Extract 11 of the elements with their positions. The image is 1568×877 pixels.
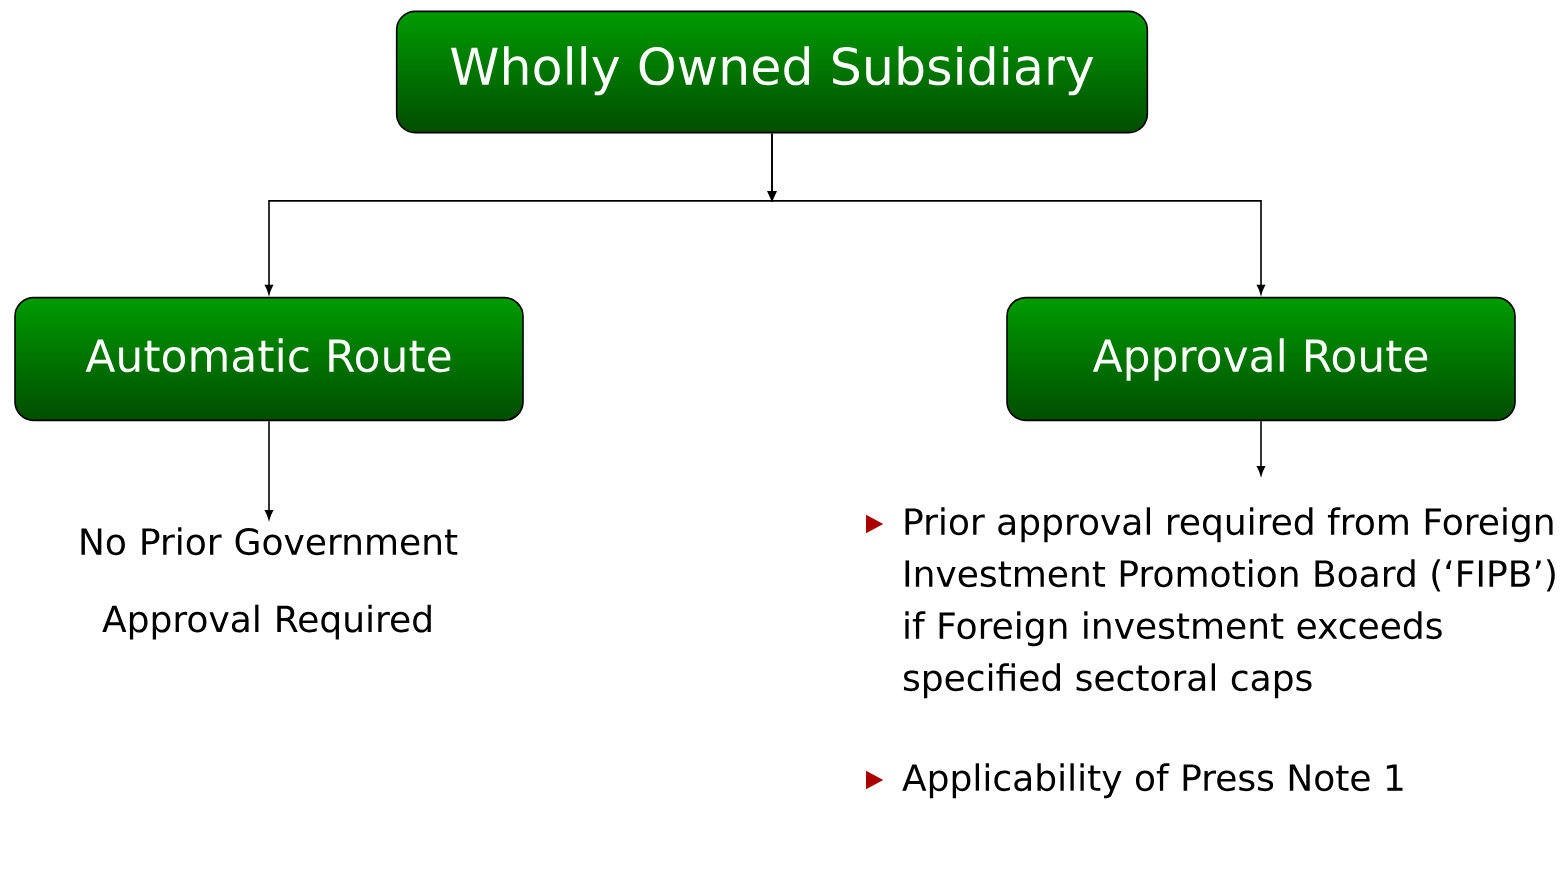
route-box: Wholly Owned Subsidiary [395,10,1149,134]
node-label: Applicability of Press Note 1 [902,763,1403,799]
arrow [771,132,1266,295]
route-box: Automatic Route [14,296,524,422]
arrow [1256,420,1266,476]
node-label: Prior approval required from Foreign Investment Promotion Board (‘FIPB’) if Foreign investment exceeds specified sectoral caps [903,507,1555,699]
bullet-list: Prior approval required from Foreign Investment Promotion Board (‘FIPB’) if Foreign investment exceeds specified sectoral caps Applicability of Press Note 1 [866,507,1555,799]
arrow [767,191,777,202]
arrow [264,420,274,520]
route-note: No Prior Government Approval Required [81,527,458,640]
route-box: Approval Route [1006,296,1516,422]
